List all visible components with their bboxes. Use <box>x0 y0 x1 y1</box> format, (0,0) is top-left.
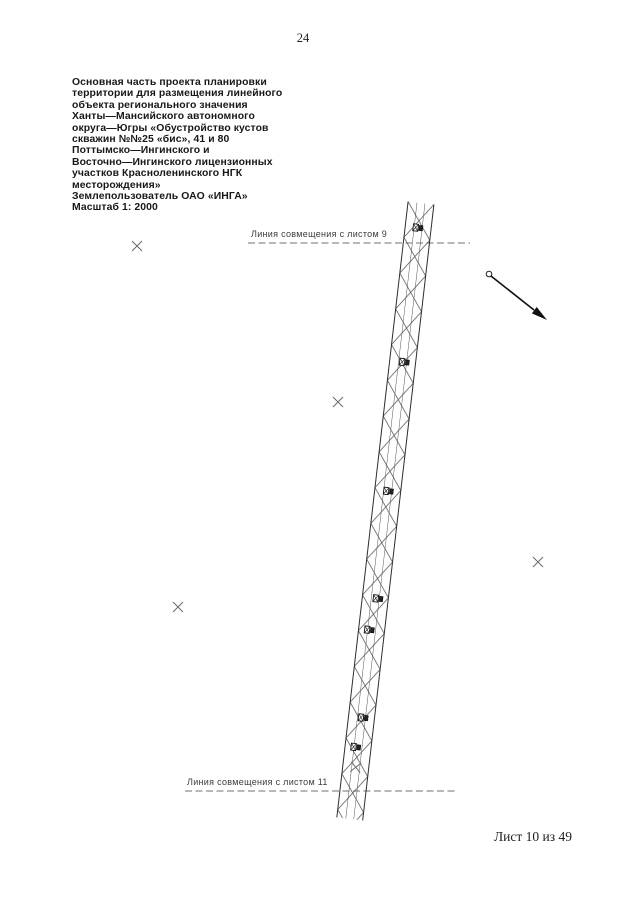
title-line: Землепользователь ОАО «ИНГА» <box>72 191 248 203</box>
title-block: Основная часть проекта планировки террит… <box>72 77 322 214</box>
match-line-top-label: Линия совмещения с листом 9 <box>251 229 388 239</box>
title-line: объекта регионального значения <box>72 99 248 111</box>
title-line: Ханты—Мансийского автономного <box>72 111 255 123</box>
north-arrow-icon <box>485 270 547 320</box>
match-line-bottom-label: Линия совмещения с листом 11 <box>187 777 328 787</box>
sheet-counter: Лист 10 из 49 <box>494 829 572 844</box>
title-line: территории для размещения линейного <box>72 88 283 100</box>
page-number: 24 <box>296 31 310 45</box>
title-line: Основная часть проекта планировки <box>72 77 267 88</box>
corridor-strip <box>336 201 435 821</box>
title-line: скважин №№25 «бис», 41 и 80 <box>72 134 230 146</box>
title-line: округа—Югры «Обустройство кустов <box>72 122 269 134</box>
title-line: месторождения» <box>72 179 161 191</box>
grid-cross <box>532 556 544 568</box>
grid-cross <box>172 601 184 613</box>
grid-cross <box>332 396 344 408</box>
title-line: Масштаб 1: 2000 <box>72 202 158 214</box>
title-line: участков Красноленинского НГК <box>72 168 243 180</box>
grid-cross <box>131 240 143 252</box>
title-line: Восточно—Ингинского лицензионных <box>72 156 273 168</box>
title-line: Поттымско—Ингинского и <box>72 145 210 157</box>
